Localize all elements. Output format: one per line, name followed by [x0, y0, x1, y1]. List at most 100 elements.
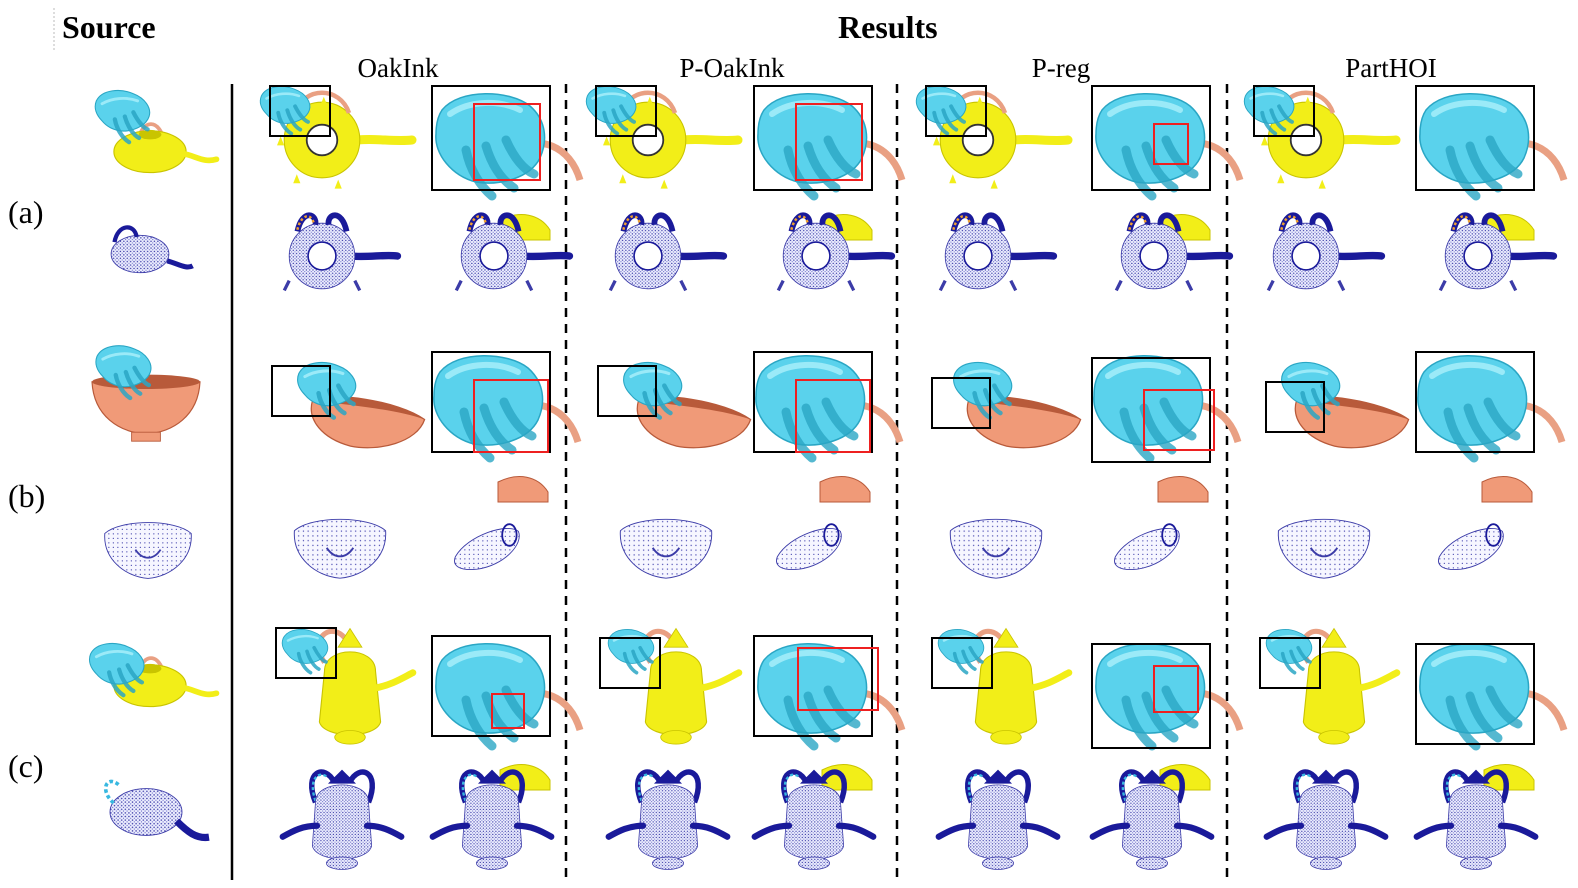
- p-oakink-c-closeup-frame: [753, 635, 873, 737]
- p-oakink-a-closeup: [757, 93, 906, 241]
- p-oakink-b-mesh: [623, 361, 752, 449]
- oakink-a-pointcloud-2: [454, 212, 574, 292]
- method-label-p-oakink: P-OakInk: [679, 53, 785, 83]
- p-reg-c-closeup-frame: [1091, 643, 1211, 749]
- parthoi-c-closeup: [1419, 643, 1568, 791]
- oakink-b-mesh: [297, 361, 426, 449]
- : [937, 629, 985, 675]
- : [1243, 86, 1295, 136]
- : [1438, 212, 1558, 292]
- parthoi-a-zoom-box: [1253, 85, 1315, 137]
- : [953, 361, 1013, 420]
- source-header: Source: [62, 9, 156, 45]
- p-oakink-c-pointcloud-1: [605, 769, 731, 870]
- p-oakink-c-detail-box: [797, 647, 879, 711]
- parthoi-a-mesh: [1243, 86, 1401, 189]
- : [454, 212, 574, 292]
- p-reg-b-closeup: [1093, 355, 1242, 503]
- row-label-a: (a): [8, 194, 44, 230]
- : [776, 212, 896, 292]
- p-reg-b-closeup-frame: [1091, 357, 1211, 463]
- method-label-oakink: OakInk: [357, 53, 439, 83]
- p-reg-b-pointcloud-2: [1114, 523, 1180, 570]
- parthoi-c-zoom-box: [1259, 637, 1321, 689]
- parthoi-a-closeup-frame: [1415, 85, 1535, 191]
- p-oakink-b-closeup: [755, 355, 904, 503]
- parthoi-b-closeup: [1417, 355, 1566, 503]
- parthoi-b-pointcloud-2: [1438, 523, 1504, 570]
- p-oakink-c-mesh: [607, 627, 743, 745]
- source-b-pointcloud: [104, 522, 192, 579]
- oakink-a-pointcloud-1: [282, 212, 402, 292]
- p-reg-c-pointcloud-1: [935, 769, 1061, 870]
- p-oakink-b-zoom-box: [597, 365, 657, 417]
- parthoi-c-pointcloud-1: [1263, 769, 1389, 870]
- oakink-a-zoom-box: [269, 85, 331, 137]
- p-oakink-c-closeup: [757, 643, 906, 791]
- p-reg-a-zoom-box: [925, 85, 987, 137]
- parthoi-b-zoom-box: [1265, 381, 1325, 433]
- : [88, 642, 145, 698]
- oakink-c-pointcloud-1: [279, 769, 405, 870]
- oakink-b-detail-box: [473, 379, 549, 453]
- oakink-c-pointcloud-2: [429, 769, 555, 870]
- source-a-pointcloud: [110, 225, 194, 274]
- p-reg-b-zoom-box: [931, 377, 991, 429]
- parthoi-a-pointcloud-1: [1266, 212, 1386, 292]
- oakink-c-closeup-frame: [431, 635, 551, 737]
- oakink-c-detail-box: [491, 693, 525, 729]
- oakink-a-closeup-frame: [431, 85, 551, 191]
- p-oakink-a-mesh: [585, 86, 743, 189]
- : [585, 86, 637, 136]
- p-oakink-c-zoom-box: [599, 637, 661, 689]
- parthoi-a-pointcloud-2: [1438, 212, 1558, 292]
- p-reg-c-pointcloud-2: [1089, 769, 1215, 870]
- p-oakink-a-pointcloud-2: [776, 212, 896, 292]
- parthoi-b-closeup-frame: [1415, 351, 1535, 453]
- source-c-mesh: [88, 642, 220, 708]
- : [1265, 629, 1313, 675]
- oakink-c-mesh: [281, 627, 417, 745]
- : [259, 86, 311, 136]
- oakink-c-closeup: [435, 643, 584, 791]
- : [915, 86, 967, 136]
- parthoi-c-mesh: [1265, 627, 1401, 745]
- source-c-pointcloud: [103, 779, 210, 842]
- : [297, 361, 357, 420]
- oakink-b-closeup: [433, 355, 582, 503]
- row-label-b: (b): [8, 478, 46, 514]
- p-reg-a-detail-box: [1153, 123, 1189, 165]
- : [94, 89, 151, 145]
- p-reg-c-detail-box: [1153, 665, 1199, 713]
- method-label-parthoi: PartHOI: [1345, 53, 1437, 83]
- : [607, 629, 655, 675]
- p-oakink-a-pointcloud-1: [608, 212, 728, 292]
- p-oakink-a-closeup-frame: [753, 85, 873, 191]
- source-b-mesh: [91, 345, 201, 442]
- parthoi-b-mesh: [1281, 361, 1410, 449]
- oakink-c-zoom-box: [275, 627, 337, 679]
- oakink-a-mesh: [259, 86, 417, 189]
- oakink-a-detail-box: [473, 103, 541, 181]
- p-oakink-b-pointcloud-1: [619, 518, 713, 579]
- p-oakink-c-pointcloud-2: [751, 769, 877, 870]
- p-oakink-a-detail-box: [795, 103, 863, 181]
- results-header: Results: [838, 9, 938, 45]
- row-label-c: (c): [8, 748, 44, 784]
- oakink-b-pointcloud-2: [454, 523, 520, 570]
- p-reg-b-detail-box: [1143, 389, 1215, 451]
- parthoi-c-closeup-frame: [1415, 643, 1535, 745]
- p-reg-a-mesh: [915, 86, 1073, 189]
- p-reg-c-zoom-box: [931, 637, 993, 689]
- p-oakink-b-detail-box: [795, 379, 871, 453]
- p-reg-a-pointcloud-2: [1114, 212, 1234, 292]
- oakink-b-zoom-box: [271, 365, 331, 417]
- p-reg-b-pointcloud-1: [949, 518, 1043, 579]
- parthoi-c-pointcloud-2: [1413, 769, 1539, 870]
- p-reg-a-pointcloud-1: [938, 212, 1058, 292]
- p-oakink-b-pointcloud-2: [776, 523, 842, 570]
- p-reg-a-closeup-frame: [1091, 85, 1211, 191]
- : [281, 629, 329, 675]
